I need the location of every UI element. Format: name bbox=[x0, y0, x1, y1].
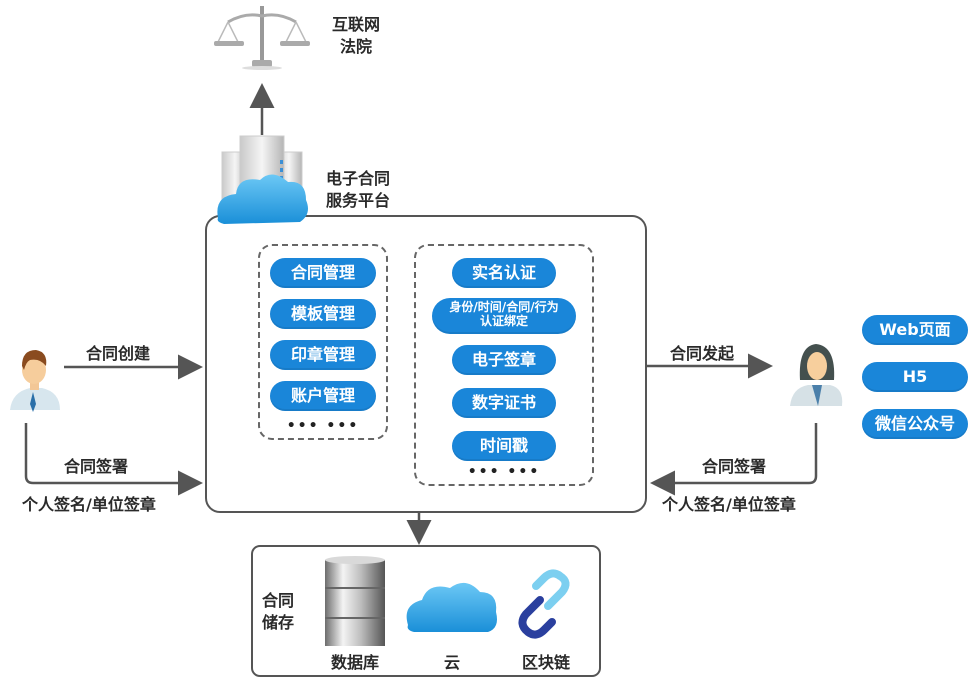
storage-cloud-label: 云 bbox=[443, 653, 460, 672]
storage-box bbox=[251, 545, 601, 677]
label-contract-initiate: 合同发起 bbox=[670, 344, 735, 363]
platform-label: 电子合同 服务平台 bbox=[326, 168, 390, 212]
pill-account-management[interactable]: 账户管理 bbox=[270, 381, 376, 411]
chain-link-icon bbox=[518, 569, 570, 639]
label-contract-create: 合同创建 bbox=[86, 344, 151, 363]
channel-web[interactable]: Web页面 bbox=[862, 315, 968, 345]
channel-h5[interactable]: H5 bbox=[862, 362, 968, 392]
cloud-server-icon bbox=[217, 135, 308, 224]
binding-line1: 身份/时间/合同/行为 bbox=[449, 300, 559, 314]
binding-line2: 认证绑定 bbox=[479, 314, 528, 328]
storage-label-line1: 合同 bbox=[262, 591, 295, 610]
arrow-sign-right bbox=[650, 423, 818, 496]
database-icon bbox=[325, 556, 385, 646]
more-dots-right: ••• ••• bbox=[467, 464, 541, 480]
pill-digital-certificate[interactable]: 数字证书 bbox=[452, 388, 556, 418]
court-label-line2: 法院 bbox=[339, 37, 372, 56]
platform-box bbox=[205, 215, 647, 513]
storage-label-line2: 储存 bbox=[262, 613, 295, 632]
label-contract-sign-right: 合同签署 bbox=[702, 457, 767, 476]
more-dots-left: ••• ••• bbox=[286, 418, 360, 434]
pill-contract-management[interactable]: 合同管理 bbox=[270, 258, 376, 288]
pill-timestamp[interactable]: 时间戳 bbox=[452, 431, 556, 461]
platform-label-line2: 服务平台 bbox=[326, 191, 391, 210]
pill-real-name-auth[interactable]: 实名认证 bbox=[452, 258, 556, 288]
female-user-icon bbox=[790, 344, 843, 406]
pill-binding-auth[interactable]: 身份/时间/合同/行为 认证绑定 bbox=[432, 298, 576, 334]
pill-seal-management[interactable]: 印章管理 bbox=[270, 340, 376, 370]
pill-template-management[interactable]: 模板管理 bbox=[270, 299, 376, 329]
storage-database-label: 数据库 bbox=[330, 653, 379, 672]
court-label: 互联网 法院 bbox=[328, 14, 384, 58]
channel-wechat[interactable]: 微信公众号 bbox=[862, 409, 968, 439]
storage-blockchain-label: 区块链 bbox=[521, 653, 570, 672]
label-contract-sign-left: 合同签署 bbox=[64, 457, 129, 476]
scale-of-justice-icon bbox=[214, 6, 310, 70]
caption-sign-left: 个人签名/单位签章 bbox=[22, 495, 156, 514]
court-label-line1: 互联网 bbox=[331, 15, 380, 34]
male-user-icon bbox=[10, 350, 60, 412]
authentication-group bbox=[414, 244, 594, 486]
arrow-sign-left bbox=[24, 423, 203, 496]
caption-sign-right: 个人签名/单位签章 bbox=[662, 495, 796, 514]
management-group bbox=[258, 244, 388, 440]
storage-label: 合同 储存 bbox=[262, 590, 294, 634]
cloud-icon bbox=[406, 582, 497, 632]
pill-e-signature[interactable]: 电子签章 bbox=[452, 345, 556, 375]
platform-label-line1: 电子合同 bbox=[326, 169, 391, 188]
